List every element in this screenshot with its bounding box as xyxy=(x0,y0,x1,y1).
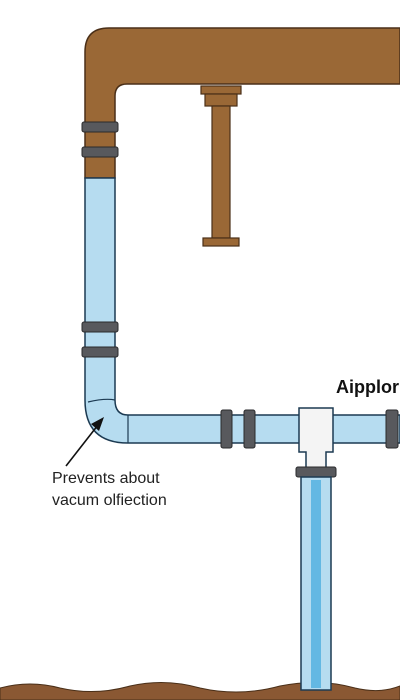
clamp-upper-1 xyxy=(81,121,119,133)
clamp-horizontal-right xyxy=(385,409,399,449)
soil-ground xyxy=(0,681,400,700)
arrow-icon xyxy=(65,417,104,467)
annotation-line-1: Prevents about xyxy=(52,470,160,487)
annotation-line-2: vacum olfiection xyxy=(52,492,167,509)
clamp-upper-2 xyxy=(81,146,119,158)
tee-fitting xyxy=(295,407,337,478)
elbow-seam xyxy=(87,398,129,443)
diagram-heading: Aipplor xyxy=(336,377,399,397)
elbow-annotation: Prevents about vacum olfiection xyxy=(52,468,212,512)
overhead-brown-pipe xyxy=(84,27,400,179)
hanging-support-rod xyxy=(200,85,242,247)
water-stream xyxy=(311,480,321,688)
clamp-horizontal-1 xyxy=(220,409,233,449)
clamp-lower-2 xyxy=(81,346,119,358)
blue-pipe-left-elbow xyxy=(84,177,400,444)
clamp-horizontal-2 xyxy=(243,409,256,449)
clamp-lower-1 xyxy=(81,321,119,333)
